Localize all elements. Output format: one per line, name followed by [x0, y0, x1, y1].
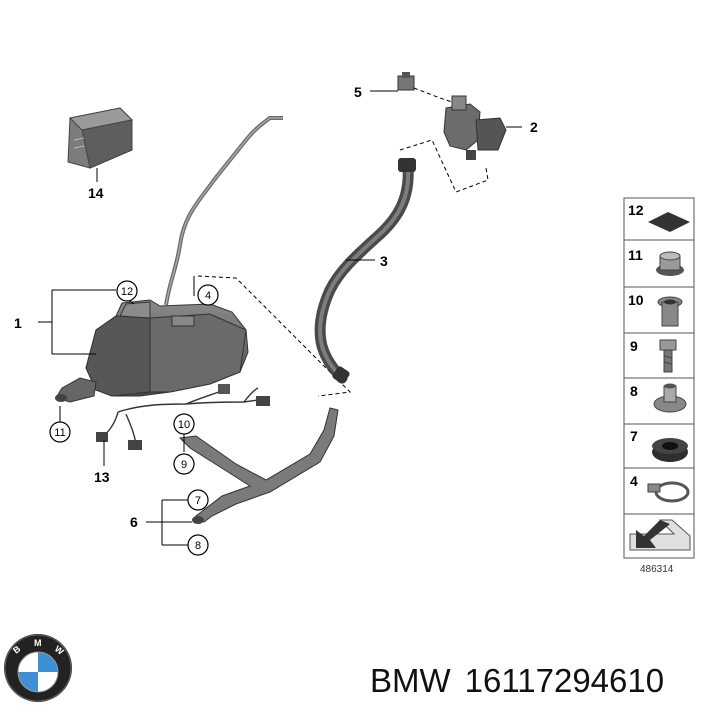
tank-part: [55, 299, 249, 403]
hose-clamp-part: [647, 481, 690, 503]
nut-part: [656, 251, 684, 276]
legend-item-11: 11: [628, 247, 643, 263]
svg-text:M: M: [34, 638, 42, 648]
callout-6: 6: [130, 514, 138, 530]
callout-circle-11: [49, 421, 71, 443]
part-number-caption: BMW 16117294610: [370, 662, 678, 700]
callout-5: 5: [354, 84, 362, 100]
legend-item-7: 7: [630, 428, 638, 444]
legend-item-8: 8: [630, 383, 638, 399]
grommet-part: [653, 383, 687, 413]
svg-text:B: B: [11, 643, 23, 655]
pump-part: [443, 95, 507, 160]
reference-number: 486314: [640, 564, 674, 575]
callout-1: 1: [14, 315, 22, 331]
clip-part: [397, 72, 415, 91]
legend-item-10: 10: [628, 292, 644, 308]
hose-part: [314, 158, 416, 384]
callout-labels: 1 2 3 5 6 13 14 12 4 11 10 9 7 8: [14, 84, 538, 556]
callout-circle-7: [187, 489, 209, 511]
callout-circle-9: [173, 453, 195, 475]
callout-circle-10: [173, 413, 195, 435]
vent-line-part: [164, 116, 283, 306]
legend-item-4: 4: [630, 473, 638, 489]
small-parts-legend: 12 11 10 9 8 7 4: [623, 197, 695, 575]
callout-circle-8: [187, 534, 209, 556]
screw-part: [659, 339, 677, 373]
callout-4: 4: [205, 290, 211, 302]
callout-12: 12: [121, 286, 133, 298]
callout-circle-4: [197, 284, 219, 306]
callout-2: 2: [530, 119, 538, 135]
bracket-strap-part: [178, 407, 339, 524]
callout-11: 11: [54, 427, 65, 439]
control-unit-part: [67, 107, 134, 169]
bmw-roundel-logo: B M W: [4, 634, 72, 702]
callout-circle-12: [116, 280, 138, 302]
callout-8: 8: [195, 540, 201, 552]
callout-13: 13: [94, 469, 110, 485]
arrow-icon: [629, 519, 691, 551]
sleeve-part: [657, 296, 683, 327]
part-number: 16117294610: [464, 662, 665, 699]
callout-3: 3: [380, 253, 388, 269]
callout-7: 7: [195, 495, 201, 507]
legend-item-9: 9: [630, 338, 638, 354]
callout-14: 14: [88, 185, 104, 201]
pad-part: [648, 212, 690, 232]
callout-10: 10: [178, 419, 190, 431]
rubber-ring-part: [652, 438, 688, 462]
brand-name: BMW: [370, 662, 451, 699]
callout-9: 9: [181, 459, 187, 471]
legend-item-12: 12: [628, 202, 644, 218]
